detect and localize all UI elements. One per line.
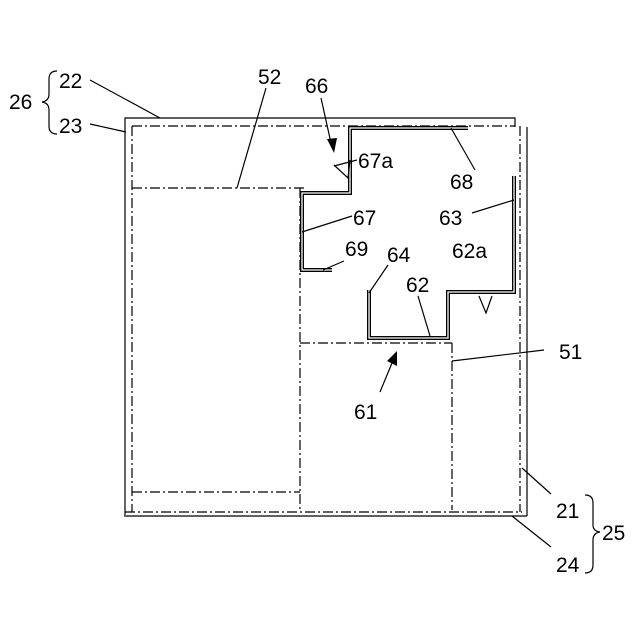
- label-64: 64: [387, 244, 411, 267]
- label-52: 52: [258, 66, 281, 89]
- region-52: [132, 188, 305, 510]
- label-62: 62: [406, 274, 429, 297]
- label-24: 24: [556, 554, 580, 577]
- weld-mark-62a: [479, 296, 492, 313]
- label-69: 69: [345, 238, 368, 261]
- region-51: [300, 343, 452, 510]
- label-61: 61: [354, 401, 377, 424]
- arrow-61: [380, 351, 397, 392]
- label-66: 66: [305, 75, 328, 98]
- label-51: 51: [559, 341, 582, 364]
- leader-lines: [90, 80, 551, 547]
- brace-26: [42, 71, 57, 134]
- label-62a: 62a: [452, 240, 487, 263]
- label-25: 25: [602, 522, 625, 545]
- label-23: 23: [59, 115, 82, 138]
- label-67: 67: [353, 207, 376, 230]
- label-22: 22: [59, 70, 82, 93]
- label-68: 68: [450, 171, 473, 194]
- label-21: 21: [556, 500, 579, 523]
- label-26: 26: [9, 91, 32, 114]
- label-63: 63: [439, 207, 462, 230]
- brace-25: [585, 495, 600, 573]
- label-67a: 67a: [358, 150, 393, 173]
